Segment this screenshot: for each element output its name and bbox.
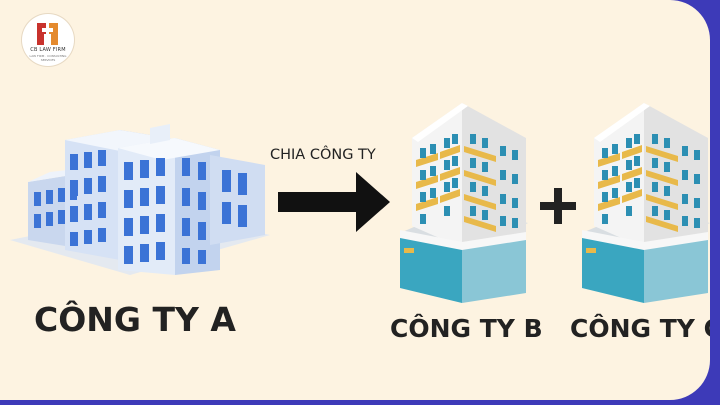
company-c-label: CÔNG TY C [570,314,710,343]
building-c-icon [582,103,710,303]
firm-logo-subtitle: LAW FIRM · CONSULTING SERVICES [29,54,67,62]
firm-logo-name: CB LAW FIRM [30,47,66,53]
plus-icon [540,188,576,224]
company-a-label: CÔNG TY A [34,300,236,339]
arrow-right-icon [278,172,390,232]
building-a-icon [10,124,270,275]
company-b-label: CÔNG TY B [390,314,543,343]
slide-canvas: CB LAW FIRM LAW FIRM · CONSULTING SERVIC… [0,0,710,400]
building-b-icon [400,103,528,303]
firm-logo-icon [37,23,58,45]
firm-logo: CB LAW FIRM LAW FIRM · CONSULTING SERVIC… [22,14,74,66]
arrow-label: CHIA CÔNG TY [270,147,376,163]
